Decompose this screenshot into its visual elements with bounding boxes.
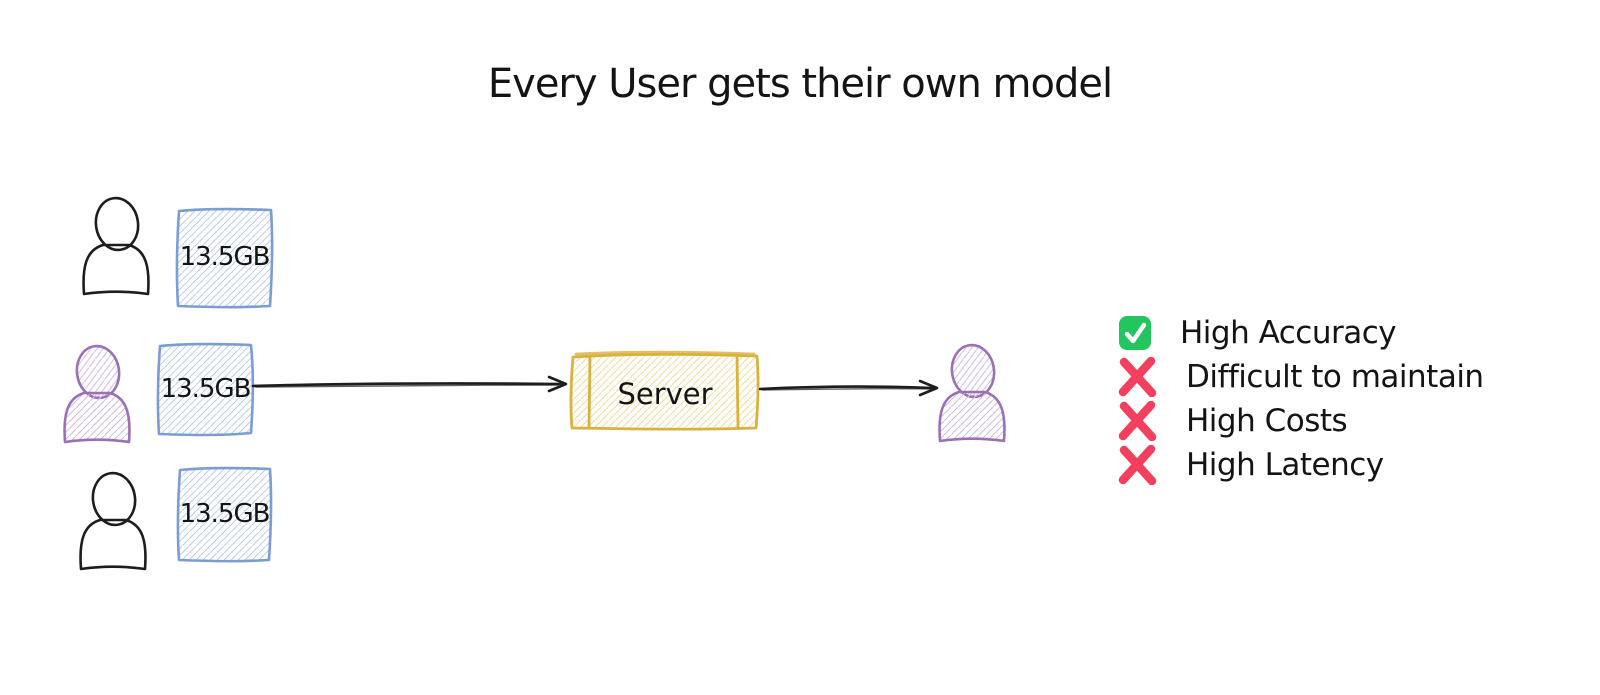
legend-item-label: High Latency [1186, 447, 1384, 483]
diagram-title: Every User gets their own model [487, 61, 1113, 107]
cross-icon [1118, 357, 1157, 397]
model-box-1 [175, 207, 274, 309]
legend-item-accuracy: High Accuracy [1118, 311, 1484, 355]
model-size-label-1: 13.5GB [179, 242, 271, 272]
model-size-label-2: 13.5GB [160, 374, 252, 404]
arrow-model-to-server [251, 375, 568, 393]
model-box-2 [156, 342, 255, 437]
legend-item-costs: High Costs [1118, 399, 1484, 443]
model-size-label-3: 13.5GB [179, 499, 271, 529]
user-icon-recipient [938, 341, 1006, 443]
legend-item-maintain: Difficult to maintain [1118, 355, 1484, 399]
model-box-3 [176, 466, 273, 563]
user-icon-1 [82, 194, 150, 296]
user-icon-3 [79, 469, 147, 571]
user-icon-2 [63, 342, 131, 444]
check-icon [1119, 316, 1151, 350]
cross-icon [1118, 445, 1157, 485]
legend-item-latency: High Latency [1118, 443, 1484, 487]
server-label: Server [617, 377, 713, 411]
arrow-server-to-user [758, 379, 939, 397]
legend-item-label: Difficult to maintain [1186, 359, 1484, 395]
cross-icon [1118, 401, 1157, 441]
legend: High Accuracy Difficult to maintain High… [1118, 311, 1484, 487]
legend-item-label: High Costs [1186, 403, 1348, 439]
legend-item-label: High Accuracy [1180, 315, 1397, 351]
server-box [569, 350, 760, 431]
